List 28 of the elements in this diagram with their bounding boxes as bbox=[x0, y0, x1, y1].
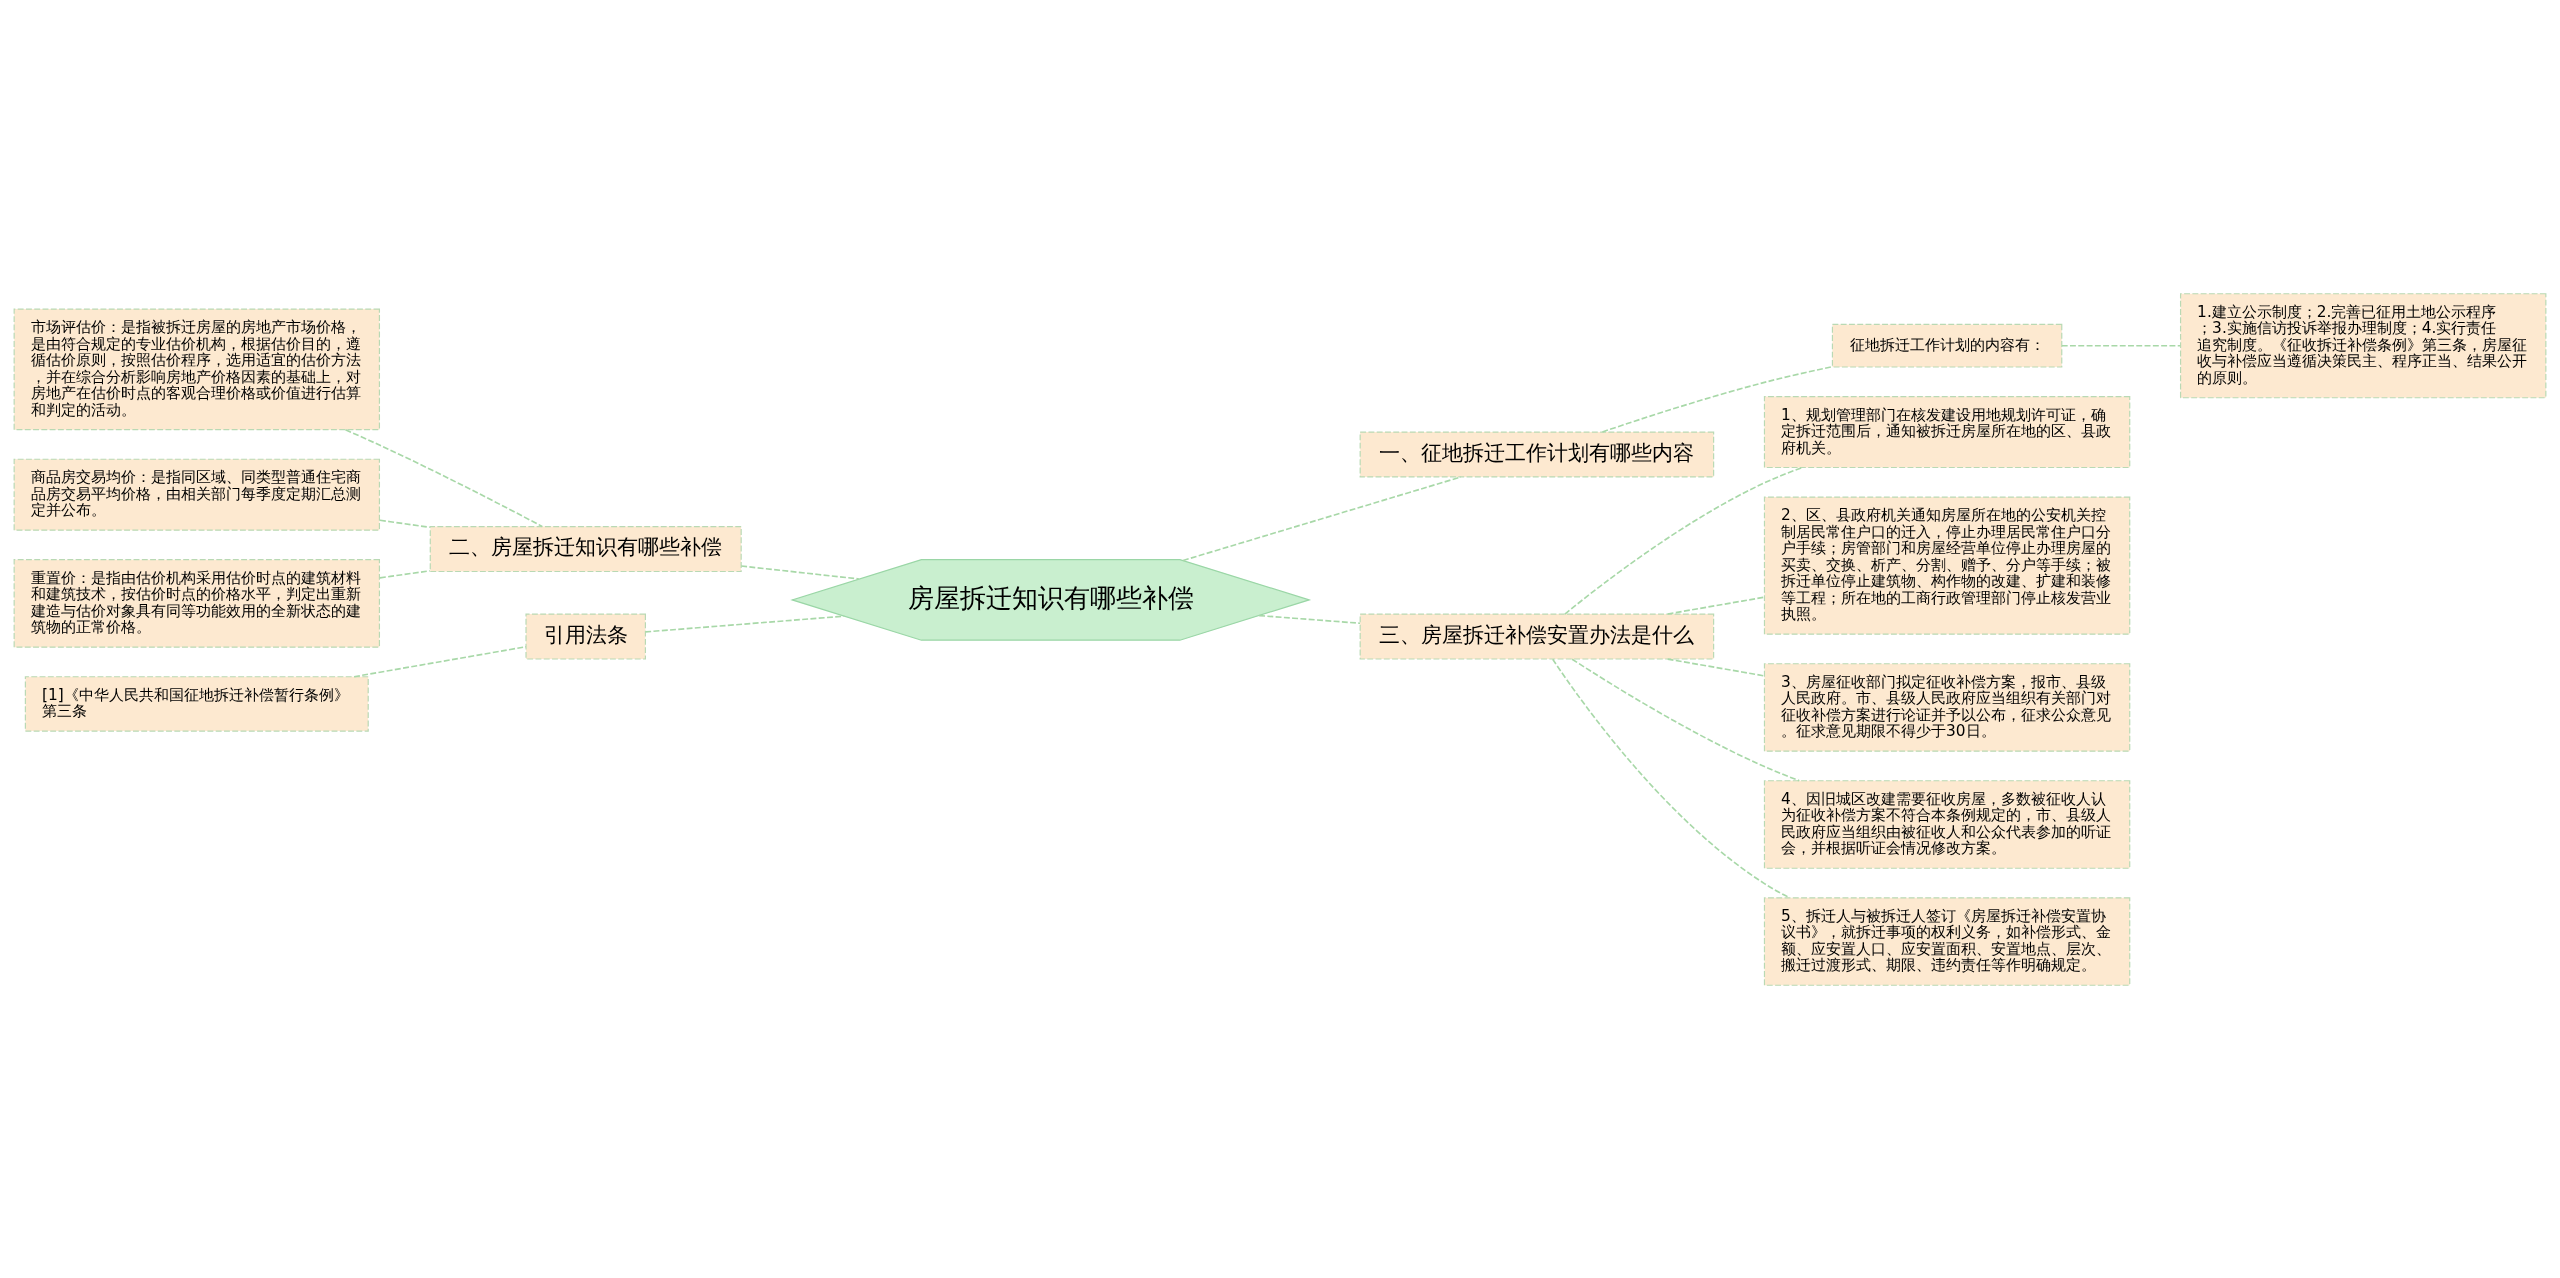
node-box: 4、因旧城区改建需要征收房屋，多数被征收人认为征收补偿方案不符合本条例规定的，市、县级人民政府应当组织由被征收人和公众代表参加的听证会，并根据听证会情况修改方案。 bbox=[1763, 779, 2131, 869]
node-box: 5、拆迁人与被拆迁人签订《房屋拆迁补偿安置协议书》，就拆迁事项的权利义务，如补偿形式、金额、应安置人口、应安置面积、安置地点、层次、搬迁过渡形式、期限、违约责任等作明确规定。 bbox=[1763, 896, 2131, 986]
connector bbox=[1182, 475, 1462, 561]
node-box: 征地拆迁工作计划的内容有： bbox=[1831, 323, 2063, 368]
connector bbox=[740, 564, 860, 580]
node-box: 重置价：是指由估价机构采用估价时点的建筑材料和建筑技术，按估价时点的价格水平，判定出重新建造与估价对象具有同等功能效用的全新状态的建筑物的正常价格。 bbox=[13, 558, 380, 648]
node-box: 商品房交易均价：是指同区域、同类型普通住宅商品房交易平均价格，由相关部门每季度定期汇总测定并公布。 bbox=[13, 458, 380, 531]
connector bbox=[2061, 344, 2182, 347]
node-box: 三、房屋拆迁补偿安置办法是什么 bbox=[1359, 613, 1715, 660]
node-box: 2、区、县政府机关通知房屋所在地的公安机关控制居民常住户口的迁入，停止办理居民常住户口分户手续；房管部门和房屋经营单位停止办理房屋的买卖、交换、析产、分割、赠予、分户等手续；被拆迁单位停止建筑物、构作物的改建、扩建和装修等工程；所在地的工商行政管理部门停止核发营业执照。 bbox=[1763, 495, 2131, 635]
node-box: 1、规划管理部门在核发建设用地规划许可证，确定拆迁范围后，通知被拆迁房屋所在地的区、县政府机关。 bbox=[1763, 395, 2131, 468]
node-box: 3、房屋征收部门拟定征收补偿方案，报市、县级人民政府。市、县级人民政府应当组织有关部门对征收补偿方案进行论证并予以公布，征求公众意见。征求意见期限不得少于30日。 bbox=[1763, 662, 2131, 752]
connector bbox=[379, 569, 431, 579]
connector bbox=[1601, 365, 1834, 433]
connector bbox=[1258, 614, 1361, 624]
node-box: 1.建立公示制度；2.完善已征用土地公示程序；3.实施信访投诉举报办理制度；4.实行责任追究制度。《征收拆迁补偿条例》第三条，房屋征收与补偿应当遵循决策民主、程序正当、结果公开的原则。 bbox=[2180, 292, 2547, 398]
connector bbox=[1551, 657, 1791, 898]
node-box: [1]《中华人民共和国征地拆迁补偿暂行条例》第三条 bbox=[24, 675, 369, 732]
node-box: 引用法条 bbox=[525, 613, 646, 660]
connector bbox=[1666, 595, 1765, 615]
node-box: 二、房屋拆迁知识有哪些补偿 bbox=[429, 525, 742, 572]
node-box: 一、征地拆迁工作计划有哪些内容 bbox=[1359, 430, 1715, 478]
connector bbox=[344, 428, 543, 527]
connector bbox=[353, 645, 527, 678]
connector bbox=[644, 614, 846, 633]
connector bbox=[379, 518, 431, 528]
connector bbox=[1666, 657, 1765, 677]
node-box: 市场评估价：是指被拆迁房屋的房地产市场价格，是由符合规定的专业估价机构，根据估价目的，遵循估价原则，按照估价程序，选用适宜的估价方法，并在综合分析影响房地产价格因素的基础上，对房地产在估价时点的客观合理价格或价值进行估算和判定的活动。 bbox=[13, 308, 380, 430]
